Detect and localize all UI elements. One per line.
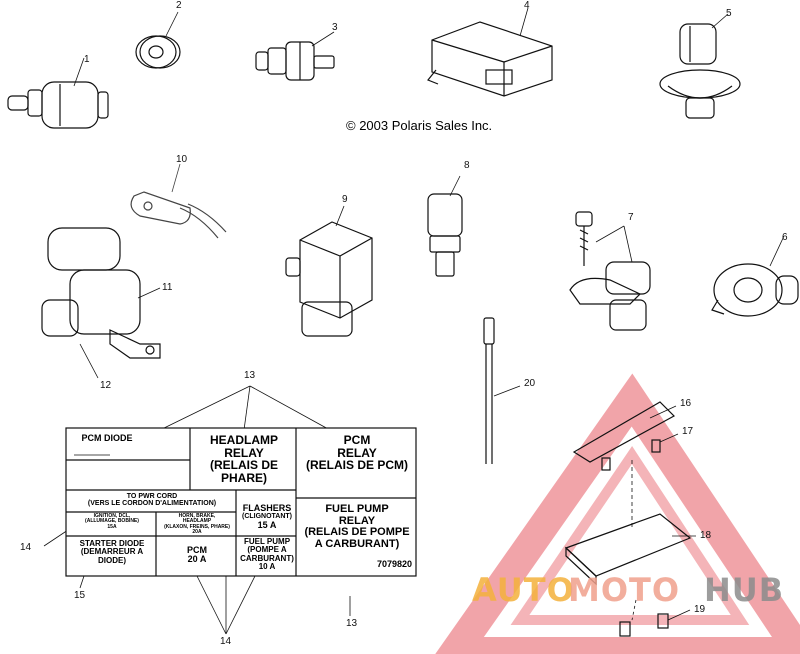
callout-13-top: 13 — [244, 370, 256, 381]
copyright-notice: © 2003 Polaris Sales Inc. — [346, 118, 493, 133]
callout-14-left: 14 — [20, 542, 32, 553]
watermark-moto: MOTO — [568, 571, 681, 609]
callout-3: 3 — [332, 22, 338, 33]
part-17-screws — [601, 433, 679, 471]
callout-18: 18 — [700, 530, 712, 541]
part-11-solenoid — [41, 227, 161, 359]
part-18-base — [564, 460, 696, 586]
part-8-sensor — [427, 175, 463, 277]
watermark-triangle — [435, 373, 800, 654]
label-starter-diode: STARTER DIODE (DEMARREUR A DIODE) — [79, 539, 145, 565]
part-6-sensor — [711, 235, 799, 317]
part-10-sensor — [130, 163, 227, 239]
part-4-module — [427, 7, 553, 97]
callout-9: 9 — [342, 194, 348, 205]
label-to-pwr-cord: TO PWR CORD (VERS LE CORDON D'ALIMENTATI… — [87, 493, 217, 508]
leader-12 — [79, 343, 99, 379]
watermark-auto: AUTO — [472, 571, 575, 609]
callout-17: 17 — [682, 426, 694, 437]
label-part-number: 7079820 — [376, 559, 412, 569]
part-5-sensor — [659, 13, 741, 119]
label-pcm-diode: PCM DIODE — [81, 433, 133, 443]
label-card-frame — [65, 427, 417, 577]
label-fuel-pump-fuse: FUEL PUMP (POMPE A CARBURANT) 10 A — [240, 537, 294, 572]
label-horn-fuse: HORN, BRAKE, HEADLAMP (KLAXON, FREINS, P… — [164, 513, 230, 535]
callout-20: 20 — [524, 378, 536, 389]
callout-16: 16 — [680, 398, 692, 409]
callout-15: 15 — [74, 590, 86, 601]
label-pcm-fuse: PCM 20 A — [187, 545, 207, 565]
callout-8: 8 — [464, 160, 470, 171]
part-16-cover — [572, 401, 677, 463]
callout-12: 12 — [100, 380, 112, 391]
callout-13-bottom: 13 — [346, 618, 358, 629]
label-pcm-relay: PCM RELAY (RELAIS DE PCM) — [306, 433, 408, 473]
callout-19: 19 — [694, 604, 706, 615]
callout-7: 7 — [628, 212, 634, 223]
part-9-sensor — [285, 205, 373, 337]
part-2-washer — [135, 11, 181, 69]
callout-10: 10 — [176, 154, 188, 165]
label-flashers: FLASHERS (CLIGNOTANT) 15 A — [241, 503, 293, 530]
part-20-cable-tie — [483, 317, 521, 464]
callout-11: 11 — [162, 282, 173, 293]
part-7-sensor — [569, 211, 651, 331]
callout-2: 2 — [176, 0, 182, 11]
label-fuel-pump-relay: FUEL PUMP RELAY (RELAIS DE POMPE A CARBU… — [304, 503, 410, 550]
part-3-switch — [255, 31, 335, 81]
callout-4: 4 — [524, 0, 530, 11]
callout-6: 6 — [782, 232, 788, 243]
watermark-hub: HUB — [704, 571, 785, 609]
label-ignition-fuse: IGNITION, DCL, (ALLUMAGE, BOBINE) 15A — [85, 513, 139, 530]
callout-1: 1 — [84, 54, 90, 65]
callout-5: 5 — [726, 8, 732, 19]
callout-14-bottom: 14 — [220, 636, 232, 647]
label-headlamp-relay: HEADLAMP RELAY (RELAIS DE PHARE) — [209, 433, 278, 485]
part-1-sensor — [7, 57, 109, 129]
part-19-screws — [619, 599, 691, 637]
